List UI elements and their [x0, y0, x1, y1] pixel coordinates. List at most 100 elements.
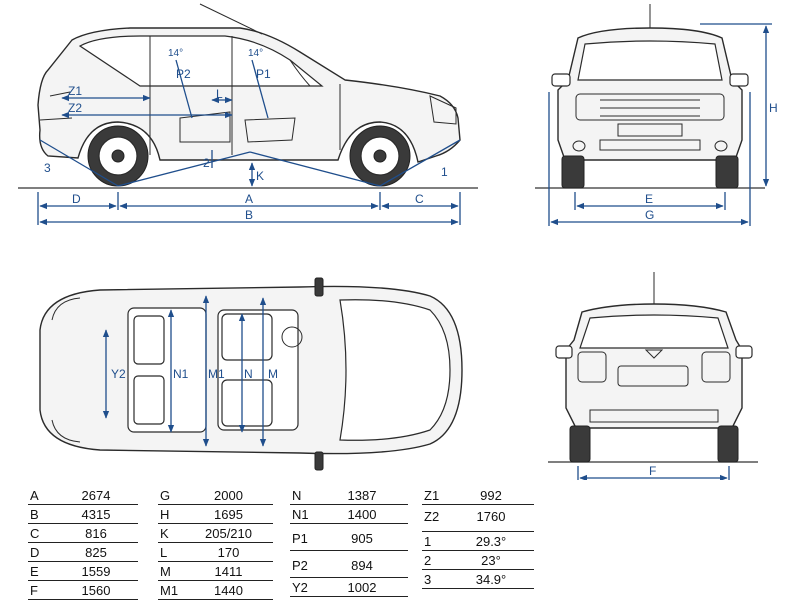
- spec-value: 23°: [481, 553, 501, 568]
- spec-value: 170: [217, 545, 240, 560]
- label-Z2: Z2: [68, 101, 82, 115]
- spec-column-2: G 2000 H 1695 K 205/210 L 170 M 1411 M1 1440: [158, 486, 273, 600]
- spec-row: E 1559: [28, 562, 138, 581]
- spec-value: 1760: [476, 509, 506, 524]
- spec-key: M1: [160, 583, 179, 598]
- label-E: E: [645, 192, 653, 206]
- spec-value: 1560: [81, 583, 111, 598]
- spec-key: E: [30, 564, 39, 579]
- spec-value: 1400: [347, 507, 377, 522]
- spec-row: Z1 992: [422, 486, 534, 505]
- label-Z1: Z1: [68, 84, 82, 98]
- label-C: C: [415, 192, 424, 206]
- spec-value: 1387: [347, 488, 377, 503]
- top-view: Y2 N1 M1 N M: [39, 277, 463, 471]
- label-F: F: [649, 464, 656, 478]
- spec-value: 1559: [81, 564, 111, 579]
- spec-row: L 170: [158, 543, 273, 562]
- spec-value: 29.3°: [475, 534, 507, 549]
- label-L: L: [216, 87, 223, 101]
- spec-value: 1440: [214, 583, 243, 598]
- spec-key: F: [30, 583, 38, 598]
- spec-key: M: [160, 564, 171, 579]
- label-A: A: [245, 192, 253, 206]
- label-M: M: [268, 367, 278, 381]
- front-view: E G H: [535, 4, 778, 226]
- label-P2: P2: [176, 67, 191, 81]
- spec-row: B 4315: [28, 505, 138, 524]
- label-H: H: [769, 101, 778, 115]
- spec-row: Z2 1760: [422, 505, 534, 532]
- spec-row: M1 1440: [158, 581, 273, 600]
- label-N: N: [244, 367, 253, 381]
- spec-value: 992: [480, 488, 502, 503]
- label-angle-1: 1: [441, 165, 448, 179]
- label-G: G: [645, 208, 654, 222]
- rear-view: F: [548, 272, 758, 480]
- spec-row: F 1560: [28, 581, 138, 600]
- label-angle-3: 3: [44, 161, 51, 175]
- spec-row: A 2674: [28, 486, 138, 505]
- label-M1: M1: [208, 367, 225, 381]
- spec-column-3: N 1387 N1 1400 P1 905 P2 894 Y2 1002: [290, 486, 408, 597]
- spec-row: M 1411: [158, 562, 273, 581]
- spec-key: 2: [424, 553, 432, 568]
- label-B: B: [245, 208, 253, 222]
- spec-key: P1: [292, 531, 308, 546]
- spec-value: 1695: [214, 507, 243, 522]
- label-N1: N1: [173, 367, 189, 381]
- spec-row: N 1387: [290, 486, 408, 505]
- label-K: K: [256, 169, 264, 183]
- spec-row: G 2000: [158, 486, 273, 505]
- spec-key: Z1: [424, 488, 440, 503]
- spec-value: 205/210: [205, 526, 252, 541]
- spec-key: N: [292, 488, 302, 503]
- spec-row: C 816: [28, 524, 138, 543]
- spec-key: C: [30, 526, 40, 541]
- spec-value: 894: [351, 558, 373, 573]
- spec-row: 1 29.3°: [422, 532, 534, 551]
- spec-key: B: [30, 507, 39, 522]
- vehicle-dimension-drawing: D A C B K L Z1 Z2 P2 P1 14° 14° 3 2 1: [18, 3, 778, 480]
- spec-key: G: [160, 488, 171, 503]
- label-angle-2: 2: [203, 156, 210, 170]
- spec-value: 2000: [214, 488, 243, 503]
- spec-key: K: [160, 526, 169, 541]
- spec-value: 905: [351, 531, 373, 546]
- spec-row: D 825: [28, 543, 138, 562]
- spec-value: 825: [85, 545, 107, 560]
- spec-column-4: Z1 992 Z2 1760 1 29.3° 2 23° 3 34.9°: [422, 486, 534, 589]
- spec-key: A: [30, 488, 39, 503]
- spec-row: P2 894: [290, 551, 408, 578]
- spec-row: H 1695: [158, 505, 273, 524]
- spec-value: 816: [85, 526, 107, 541]
- spec-value: 2674: [81, 488, 111, 503]
- label-P1: P1: [256, 67, 271, 81]
- label-head-angle-front: 14°: [248, 48, 263, 59]
- spec-key: D: [30, 545, 40, 560]
- spec-value: 34.9°: [475, 572, 507, 587]
- spec-row: 2 23°: [422, 551, 534, 570]
- spec-row: P1 905: [290, 524, 408, 551]
- side-view: D A C B K L Z1 Z2 P2 P1 14° 14° 3 2 1: [18, 3, 478, 226]
- spec-value: 1002: [347, 580, 377, 595]
- spec-key: 1: [424, 534, 432, 549]
- label-Y2: Y2: [111, 367, 126, 381]
- label-D: D: [72, 192, 81, 206]
- label-head-angle-rear: 14°: [168, 48, 183, 59]
- spec-key: Z2: [424, 509, 440, 524]
- spec-key: H: [160, 507, 170, 522]
- spec-row: 3 34.9°: [422, 570, 534, 589]
- spec-column-1: A 2674 B 4315 C 816 D 825 E 1559 F 1560: [28, 486, 138, 600]
- spec-key: L: [160, 545, 168, 560]
- spec-row: K 205/210: [158, 524, 273, 543]
- spec-key: P2: [292, 558, 308, 573]
- spec-key: N1: [292, 507, 309, 522]
- spec-row: Y2 1002: [290, 578, 408, 597]
- spec-key: 3: [424, 572, 432, 587]
- spec-value: 1411: [214, 564, 243, 579]
- spec-key: Y2: [292, 580, 308, 595]
- spec-value: 4315: [81, 507, 111, 522]
- spec-row: N1 1400: [290, 505, 408, 524]
- dimension-spec-table: A 2674 B 4315 C 816 D 825 E 1559 F 1560 G 2000 …: [0, 480, 800, 600]
